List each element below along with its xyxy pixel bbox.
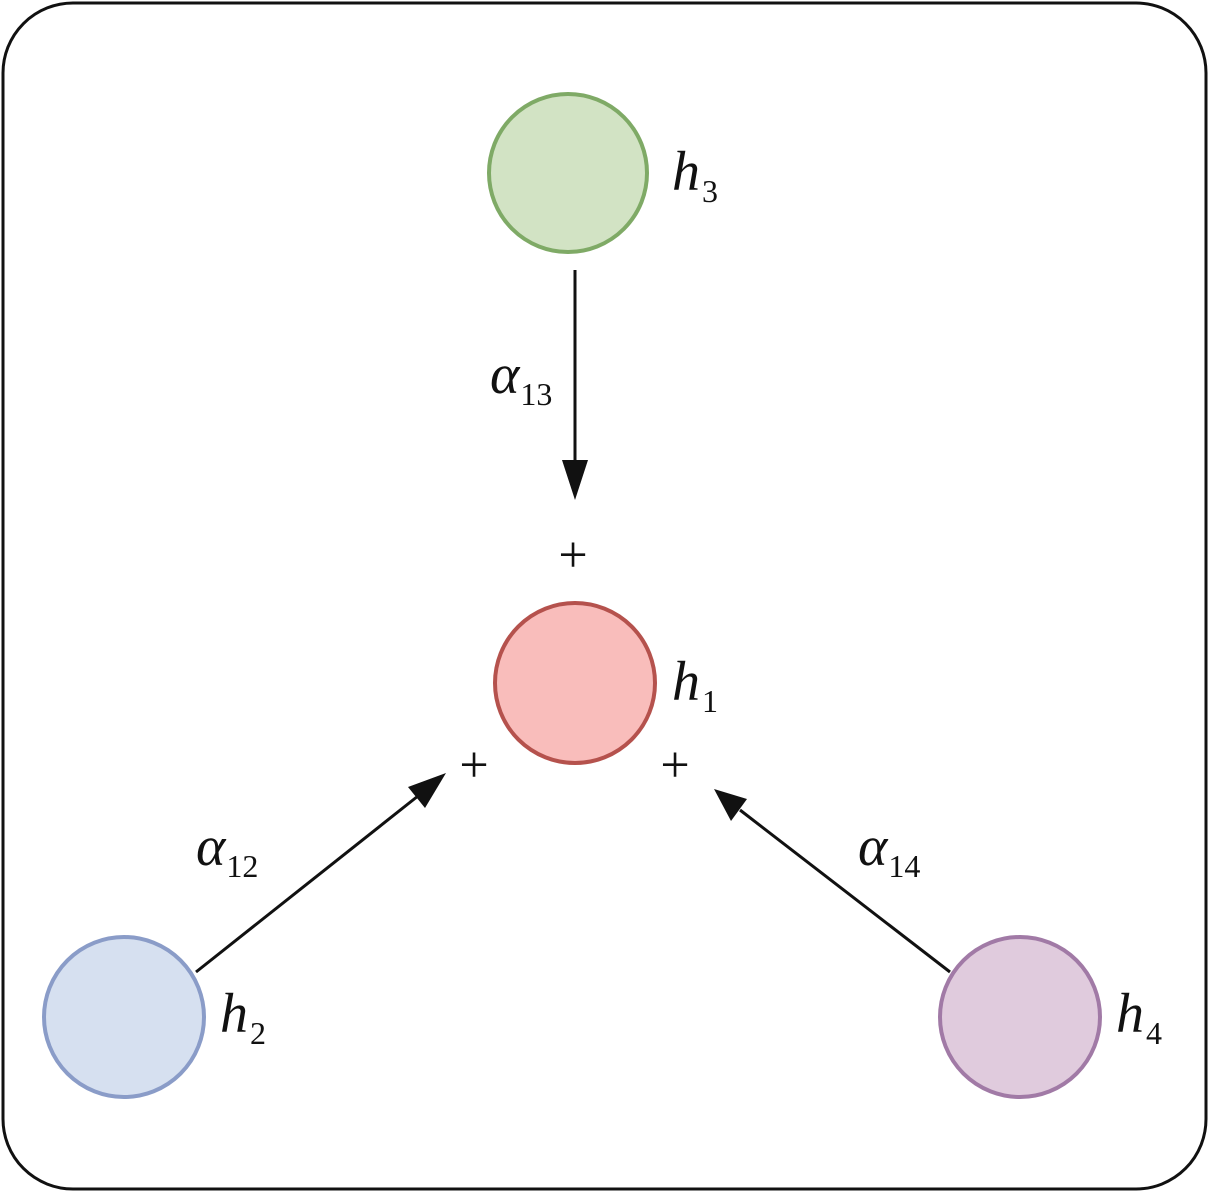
label-alpha-13: α13: [490, 344, 552, 412]
arrow-h4-h1: [739, 808, 951, 974]
arrow-h2-h1: [195, 794, 419, 974]
node-h2: [42, 935, 206, 1099]
label-alpha-14: α14: [858, 816, 920, 884]
label-alpha-12: α12: [196, 816, 258, 884]
label-h3: h3: [672, 141, 718, 209]
node-h4: [938, 935, 1102, 1099]
arrowhead-h3-h1: [562, 460, 588, 500]
plus-top: +: [558, 527, 587, 584]
label-h4: h4: [1116, 983, 1162, 1051]
edge-h4-to-h1: [714, 789, 951, 974]
node-h1: [493, 601, 657, 765]
arrowhead-h4-h1: [714, 789, 747, 821]
label-h1: h1: [672, 651, 718, 719]
edge-h2-to-h1: [195, 773, 446, 974]
edge-h3-to-h1: [562, 270, 588, 500]
arrowhead-h2-h1: [408, 773, 446, 808]
plus-left: +: [459, 737, 488, 794]
plus-right: +: [660, 737, 689, 794]
node-h3: [487, 92, 649, 254]
label-h2: h2: [220, 983, 266, 1051]
